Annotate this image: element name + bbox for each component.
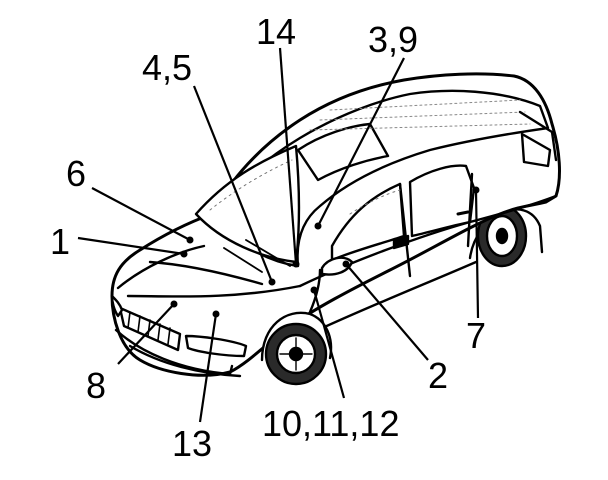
wiper-left <box>223 247 263 273</box>
leader-lines <box>77 47 480 423</box>
leader-13 <box>198 313 218 423</box>
hood-line-right <box>126 284 302 298</box>
car-illustration <box>110 72 561 386</box>
leader-2 <box>345 263 429 361</box>
rear-side-window <box>408 164 476 238</box>
hood-line-left <box>148 260 264 286</box>
callout-2: 2 <box>428 355 448 396</box>
side-sill <box>316 260 478 332</box>
headlight-right <box>110 294 124 318</box>
callout-1: 1 <box>50 221 70 262</box>
front-spoiler-line <box>128 344 242 378</box>
leader-7 <box>474 189 480 319</box>
callout-4-5: 4,5 <box>142 47 192 88</box>
leader-1 <box>77 236 185 256</box>
callout-labels: 1 2 3,9 4,5 6 7 8 10,11,12 13 14 <box>50 11 486 464</box>
callout-13: 13 <box>172 423 212 464</box>
callout-7: 7 <box>466 315 486 356</box>
callout-3-9: 3,9 <box>368 19 418 60</box>
callout-6: 6 <box>66 153 86 194</box>
sunroof <box>296 122 390 182</box>
leader-6 <box>91 187 191 241</box>
rear-light <box>520 132 552 168</box>
wiper-right <box>245 239 291 267</box>
headlight-left <box>184 334 248 358</box>
callout-10-11-12: 10,11,12 <box>262 403 399 444</box>
front-bumper <box>114 328 234 376</box>
leader-8 <box>117 303 175 365</box>
rear-wheel <box>468 204 544 268</box>
leader-10-12 <box>312 289 346 399</box>
door-seam-front <box>398 182 412 278</box>
trunk-line <box>518 110 558 162</box>
leader-4-5 <box>192 85 274 283</box>
windshield <box>194 144 301 264</box>
front-wheel <box>260 311 333 386</box>
leader-14 <box>278 47 298 265</box>
door-handle-rear <box>456 210 470 216</box>
roof-shading <box>309 99 531 131</box>
glass-shading <box>209 159 401 215</box>
door-seam-rear <box>466 172 474 248</box>
callout-8: 8 <box>86 365 106 406</box>
callout-14: 14 <box>256 11 296 52</box>
door-handle-front <box>392 234 410 250</box>
leader-3-9 <box>317 57 405 227</box>
